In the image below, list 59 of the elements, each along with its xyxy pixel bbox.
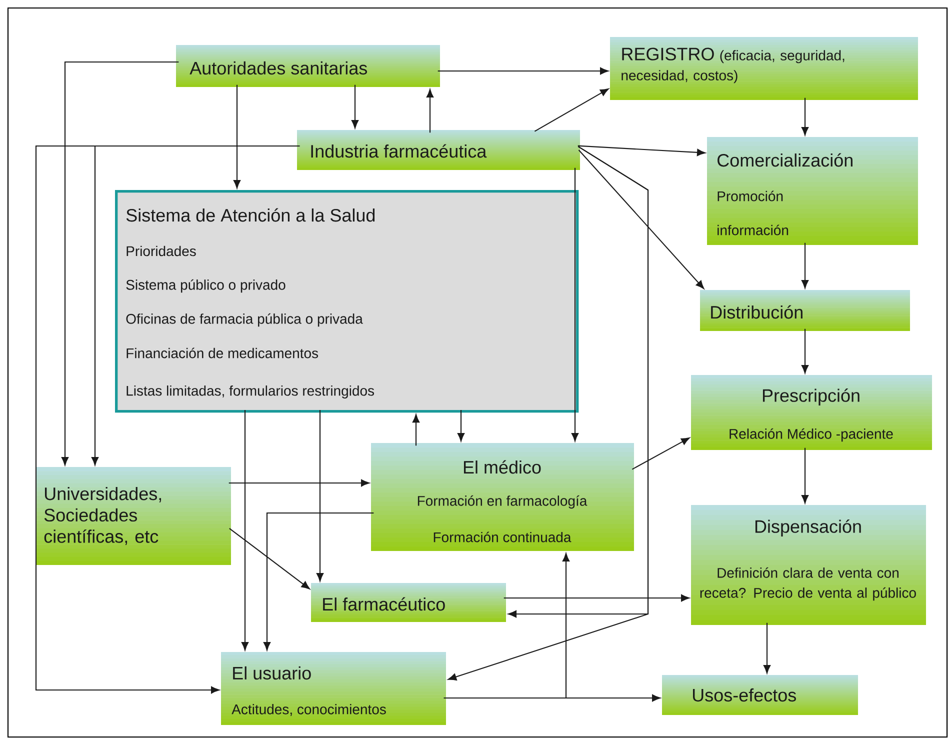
node-label: (eficacia, seguridad, <box>720 50 844 64</box>
arrow <box>763 622 771 674</box>
arrow <box>534 88 609 132</box>
arrow <box>438 67 608 75</box>
node-label: Comercialización <box>718 153 852 167</box>
arrow <box>412 414 420 446</box>
node-label: Actitudes, conocimientos <box>232 704 386 716</box>
arrow <box>504 594 690 602</box>
process-box: Usos-efectos <box>662 675 858 715</box>
arrow <box>233 84 241 188</box>
node-label: Universidades, <box>44 486 162 502</box>
node-label: Promoción <box>718 190 783 202</box>
arrow <box>801 242 809 288</box>
arrow <box>578 145 706 156</box>
arrow <box>426 89 434 133</box>
arrow <box>801 448 809 504</box>
process-box: Dispensación Definición clara de venta con receta? Precio de venta al público <box>691 505 926 625</box>
arrow <box>448 146 649 680</box>
arrow <box>35 145 300 694</box>
arrow <box>241 410 249 650</box>
arrow <box>632 437 690 470</box>
process-box: Industria farmacéutica <box>297 130 580 170</box>
process-box: Distribución <box>700 290 910 331</box>
node-label: información <box>718 224 788 236</box>
arrow <box>316 410 324 582</box>
arrow <box>351 84 359 128</box>
process-box: Prescripción Relación Médico -paciente <box>691 375 932 450</box>
process-box: Comercialización Promoción información <box>707 137 918 245</box>
process-box: El farmacéutico <box>311 583 506 622</box>
arrow <box>578 150 704 289</box>
arrow <box>801 328 809 374</box>
arrow <box>228 479 370 487</box>
arrow <box>229 528 310 590</box>
system-box: Sistema de Atención a la Salud Prioridades Sistema público o privado Oficinas de farmacia pública o privada Financiación de medicamentos Listas limitadas, formularios restringidos <box>115 190 579 413</box>
arrow <box>457 410 465 442</box>
process-box: El médico Formación en farmacología Formación continuada <box>371 443 634 551</box>
arrow <box>263 512 374 650</box>
node-label: Distribución <box>711 305 802 319</box>
arrow <box>61 61 179 466</box>
node-label: Definición clara de venta con receta? Precio de venta al público <box>700 567 916 601</box>
process-box: REGISTRO (eficacia, seguridad, necesidad, costos) <box>610 36 918 100</box>
node-label: Autoridades sanitarias <box>190 61 368 75</box>
node-label: El médico <box>464 460 541 474</box>
node-label: Usos-efectos <box>692 688 796 702</box>
process-box: El usuario Actitudes, conocimientos <box>221 652 446 725</box>
node-label: Formación en farmacología <box>418 495 588 509</box>
node-label: necesidad, costos) <box>622 70 738 84</box>
process-box: Autoridades sanitarias <box>176 44 440 87</box>
arrow <box>801 98 809 136</box>
node-label: Formación continuada <box>434 532 572 542</box>
node-label: Industria farmacéutica <box>311 144 487 158</box>
node-label: Relación Médico -paciente <box>730 428 893 442</box>
node-label: El usuario <box>233 666 311 680</box>
node-label: científicas, etc <box>44 529 158 545</box>
arrow <box>444 553 570 699</box>
node-label: El farmacéutico <box>323 597 445 611</box>
arrow <box>571 168 579 442</box>
process-box: Universidades, Sociedades científicas, etc <box>36 467 231 565</box>
node-label: REGISTRO <box>622 48 714 60</box>
